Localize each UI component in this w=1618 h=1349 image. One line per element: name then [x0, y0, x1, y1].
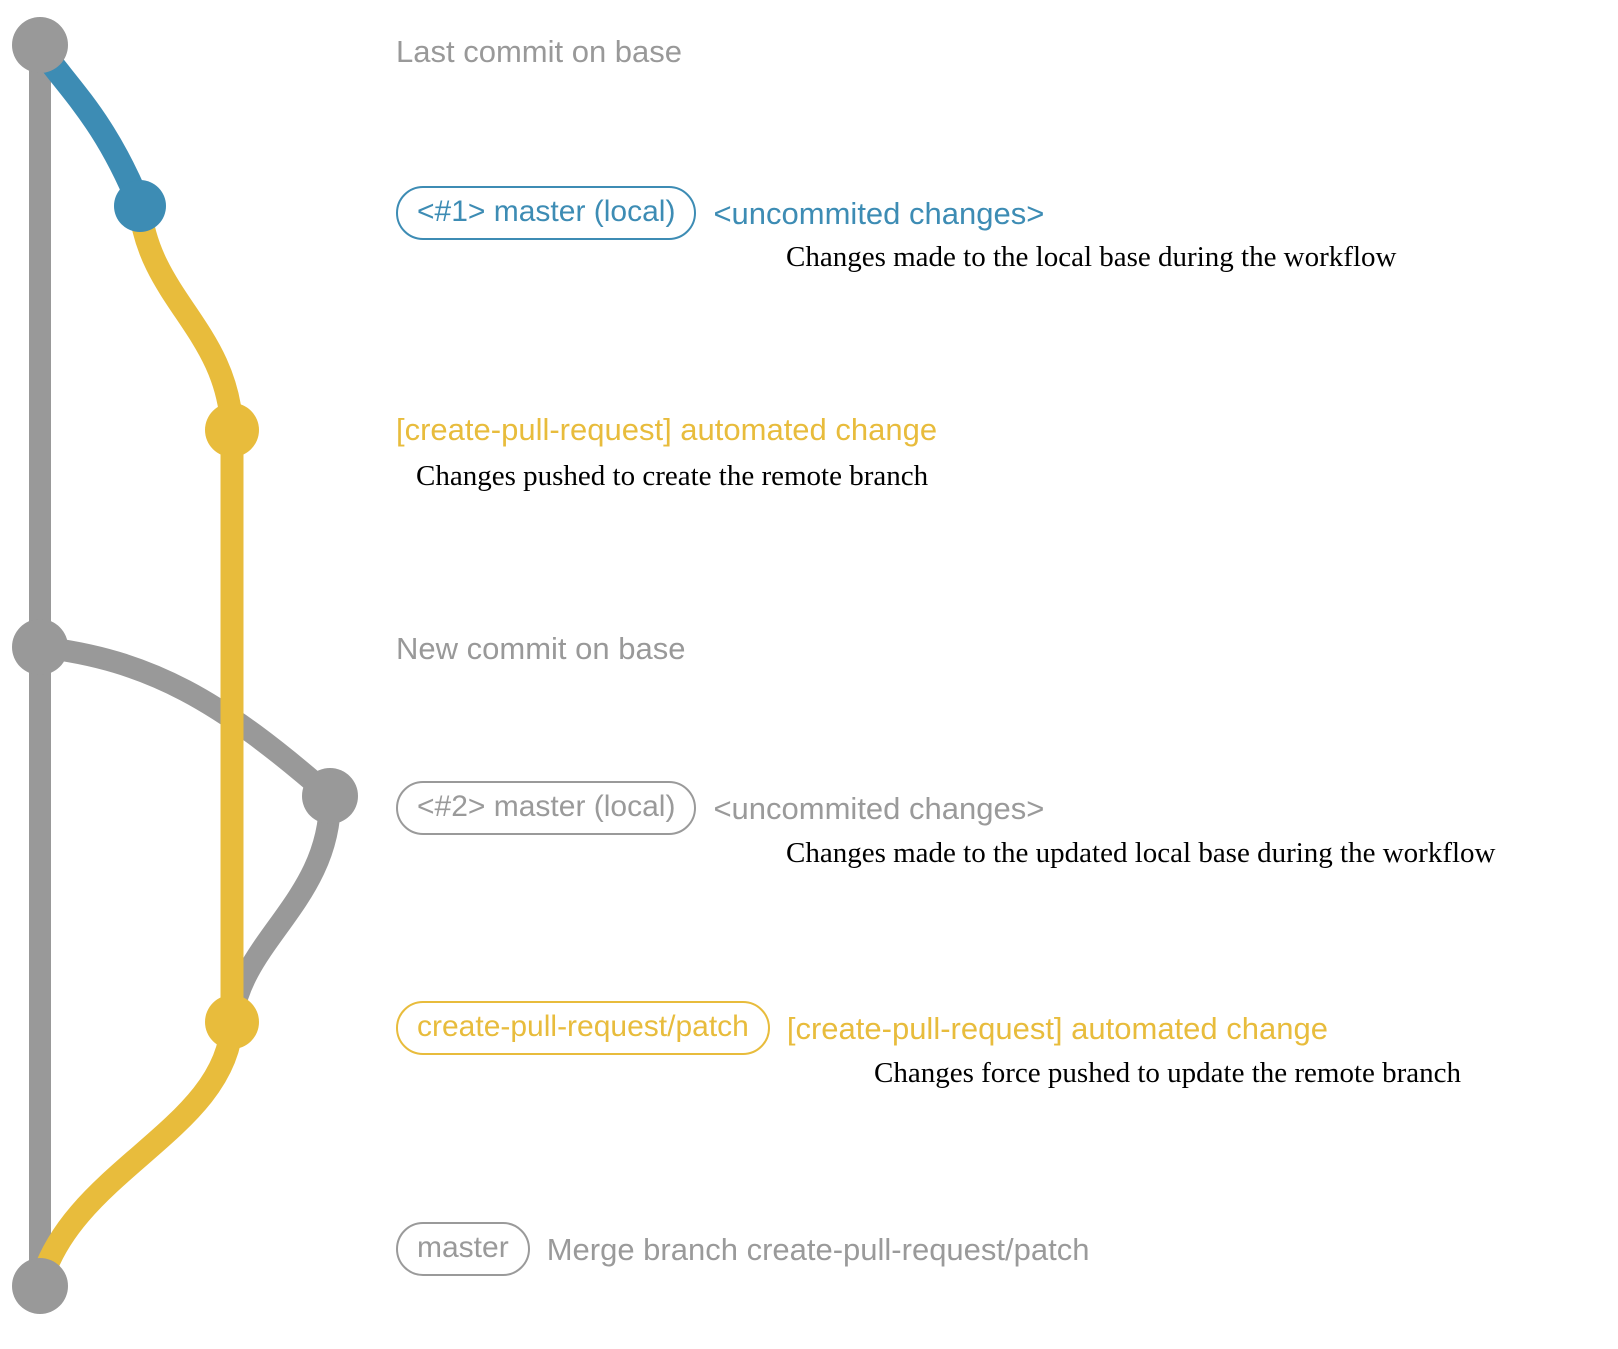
- commit-row-last-commit-on-base: Last commit on base: [396, 36, 682, 67]
- git-graph: [0, 0, 400, 1344]
- git-graph-svg: [12, 17, 358, 1314]
- commit-node-patch-2: [205, 995, 259, 1049]
- ref-badge-master[interactable]: master: [396, 1222, 530, 1276]
- commit-caption-master-local-2: Changes made to the updated local base d…: [786, 837, 1496, 869]
- commit-row-master-local-2: <#2> master (local) <uncommited changes>: [396, 781, 1044, 835]
- commit-node-base-top: [12, 17, 68, 73]
- commit-row-new-commit-on-base: New commit on base: [396, 633, 685, 664]
- commit-caption-master-local-1: Changes made to the local base during th…: [786, 241, 1397, 273]
- edge-patch2-to-merge: [28, 1010, 244, 1298]
- commit-subject-master-local-2: <uncommited changes>: [713, 790, 1045, 826]
- commit-subject-last-commit-on-base: Last commit on base: [396, 34, 683, 69]
- badge-line-automated-change-2: create-pull-request/patch [create-pull-r…: [396, 1001, 1328, 1055]
- ref-badge-master-local-1[interactable]: <#1> master (local): [396, 186, 697, 240]
- edge-local1-to-patch1: [128, 196, 244, 442]
- edge-base-to-local2: [29, 636, 341, 807]
- ref-badge-create-pull-request-patch[interactable]: create-pull-request/patch: [396, 1001, 770, 1055]
- commit-subject-automated-change-1: [create-pull-request] automated change: [396, 412, 938, 447]
- ref-badge-master-local-2[interactable]: <#2> master (local): [396, 781, 697, 835]
- commit-caption-automated-change-2: Changes force pushed to update the remot…: [874, 1057, 1462, 1089]
- commit-node-patch-1: [205, 403, 259, 457]
- commit-subject-automated-change-2: [create-pull-request] automated change: [786, 1010, 1328, 1046]
- commit-subject-merge-commit: Merge branch create-pull-request/patch: [546, 1231, 1090, 1267]
- commit-caption-automated-change-1: Changes pushed to create the remote bran…: [416, 460, 929, 492]
- badge-line-merge-commit: master Merge branch create-pull-request/…: [396, 1222, 1089, 1276]
- commit-row-automated-change-1: [create-pull-request] automated change: [396, 414, 937, 445]
- badge-line-master-local-1: <#1> master (local) <uncommited changes>: [396, 186, 1044, 240]
- commit-row-master-local-1: <#1> master (local) <uncommited changes>: [396, 186, 1044, 240]
- commit-subject-new-commit-on-base: New commit on base: [396, 631, 686, 666]
- commit-row-automated-change-2: create-pull-request/patch [create-pull-r…: [396, 1001, 1328, 1055]
- badge-line-master-local-2: <#2> master (local) <uncommited changes>: [396, 781, 1044, 835]
- commit-subject-master-local-1: <uncommited changes>: [713, 195, 1045, 231]
- commit-node-local-2: [302, 768, 358, 824]
- commit-node-base-new: [12, 619, 68, 675]
- commit-row-merge-commit: master Merge branch create-pull-request/…: [396, 1222, 1089, 1276]
- commit-node-local-1: [114, 180, 166, 232]
- commit-node-merge-bottom: [12, 1258, 68, 1314]
